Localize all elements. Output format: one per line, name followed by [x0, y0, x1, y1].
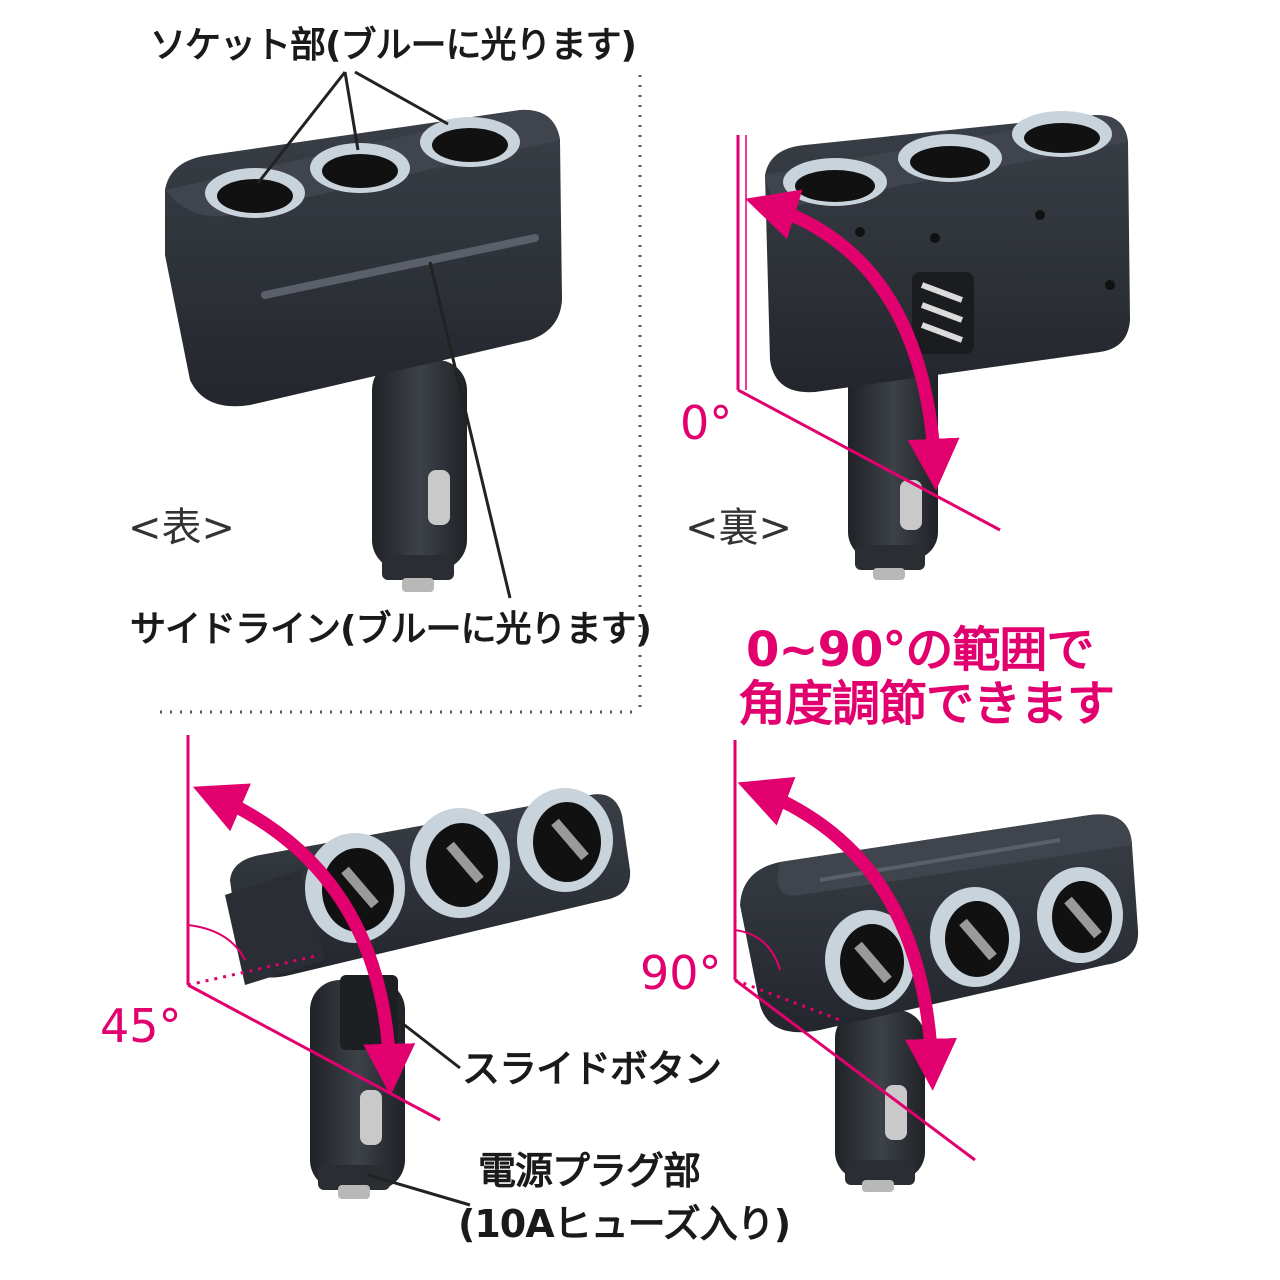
- range-heading-line1: 0~90°の範囲で: [746, 622, 1094, 678]
- curved-double-arrow-icon: [192, 783, 416, 1096]
- front-view-label: <表>: [128, 505, 236, 551]
- back-view-label: <裏>: [685, 505, 793, 551]
- device-90-view: [740, 814, 1139, 1192]
- socket-label: ソケット部(ブルーに光ります): [150, 25, 637, 66]
- leader-lines-socket: [256, 70, 512, 599]
- curved-double-arrow-icon: [745, 189, 960, 491]
- leader-lines-bottom-left: [367, 1018, 471, 1207]
- curved-double-arrow-icon: [737, 777, 957, 1091]
- device-front-view: [165, 109, 562, 592]
- power-plug-label: 電源プラグ部: [478, 1149, 701, 1193]
- angle-90-label: 90°: [640, 946, 722, 1000]
- range-heading-line2: 角度調節できます: [738, 676, 1115, 732]
- angle-45-label: 45°: [100, 999, 182, 1053]
- angle-0-label: 0°: [680, 396, 733, 450]
- dotted-divider: [160, 75, 642, 714]
- slide-button-label: スライドボタン: [462, 1047, 722, 1091]
- side-line-label: サイドライン(ブルーに光ります): [130, 609, 652, 650]
- device-45-view: [225, 788, 631, 1199]
- fuse-label: (10Aヒューズ入り): [458, 1202, 791, 1246]
- device-back-view: [765, 111, 1130, 580]
